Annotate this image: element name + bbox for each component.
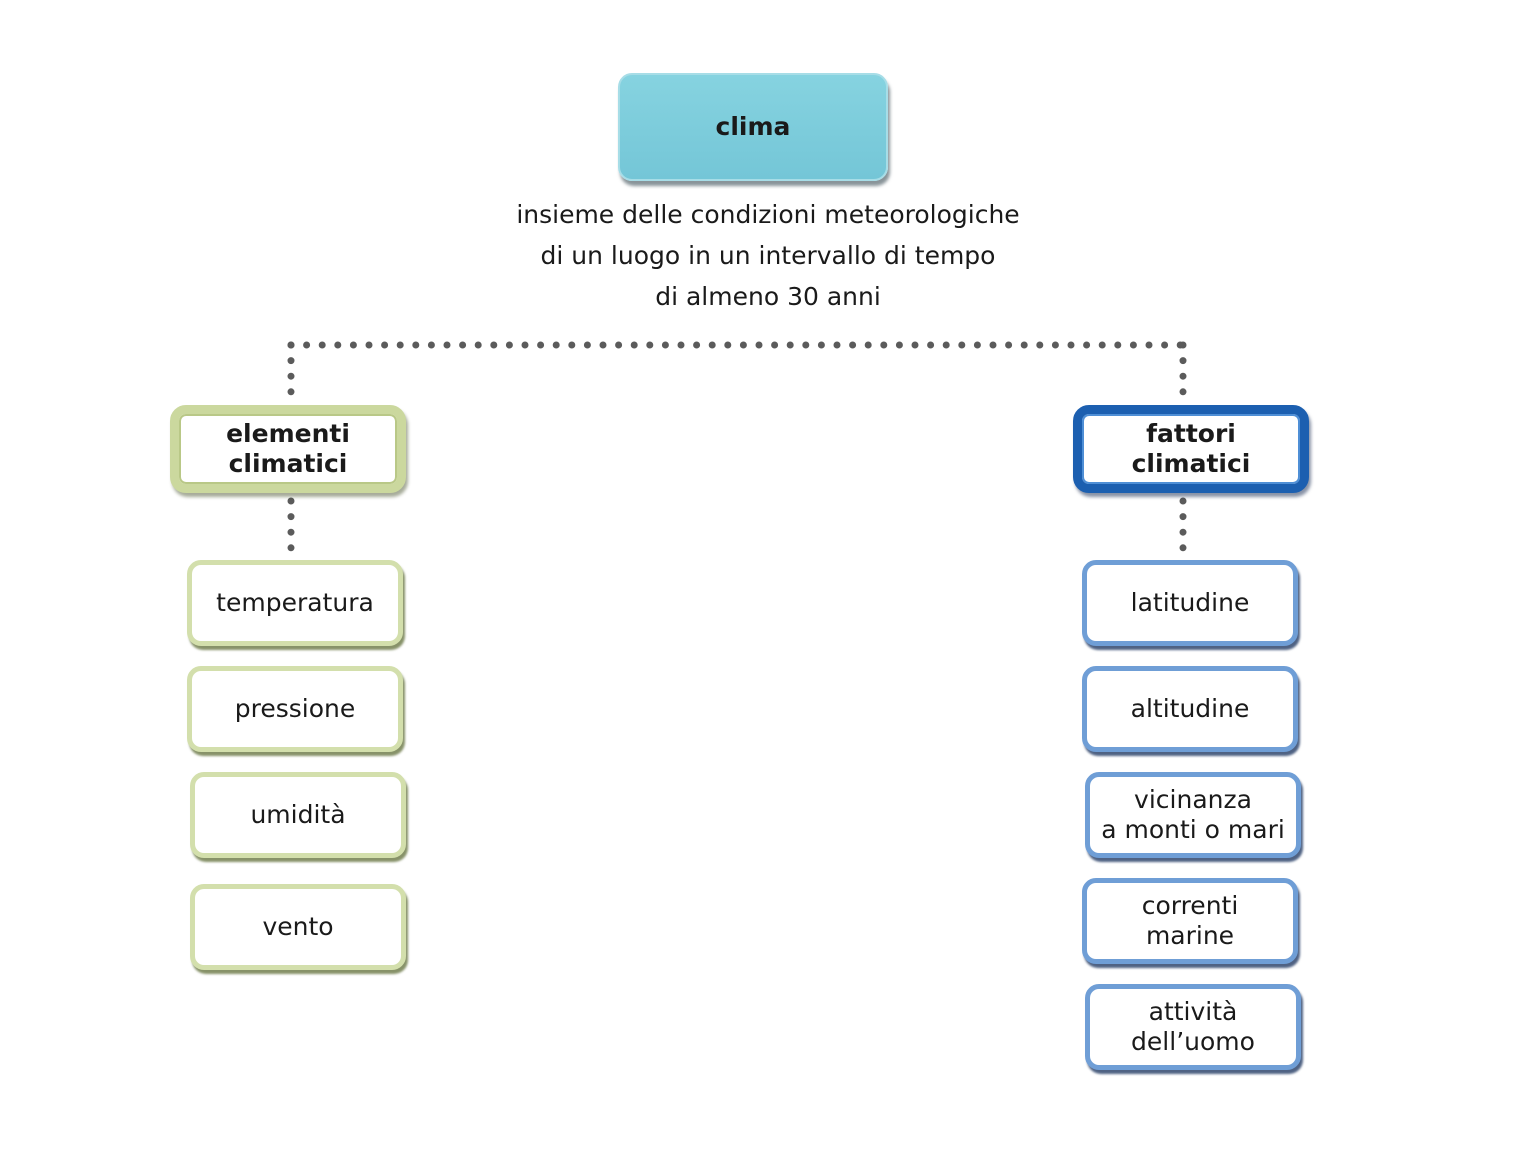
item-pressione: pressione	[187, 666, 403, 752]
category-fattori-climatici: fattori climatici	[1073, 405, 1309, 493]
item-label: correnti marine	[1141, 891, 1239, 950]
category-label: fattori climatici	[1131, 419, 1251, 478]
root-node-clima: clima	[618, 73, 888, 181]
item-label: latitudine	[1130, 588, 1250, 617]
item-vicinanza-monti-mari: vicinanza a monti o mari	[1085, 772, 1301, 858]
item-label: vicinanza a monti o mari	[1101, 785, 1285, 844]
item-umidita: umidità	[190, 772, 406, 858]
root-definition: insieme delle condizioni meteorologiche …	[516, 200, 1020, 311]
item-vento: vento	[190, 884, 406, 970]
category-elementi-climatici: elementi climatici	[170, 405, 406, 493]
root-label: clima	[715, 112, 791, 141]
category-label: elementi climatici	[226, 419, 350, 478]
item-label: pressione	[234, 694, 356, 723]
item-latitudine: latitudine	[1082, 560, 1298, 646]
item-temperatura: temperatura	[187, 560, 403, 646]
item-altitudine: altitudine	[1082, 666, 1298, 752]
item-label: umidità	[250, 800, 346, 829]
item-correnti-marine: correnti marine	[1082, 878, 1298, 964]
item-label: attività dell’uomo	[1131, 997, 1255, 1056]
item-attivita-uomo: attività dell’uomo	[1085, 984, 1301, 1070]
item-label: temperatura	[216, 588, 374, 617]
item-label: altitudine	[1130, 694, 1250, 723]
item-label: vento	[262, 912, 334, 941]
